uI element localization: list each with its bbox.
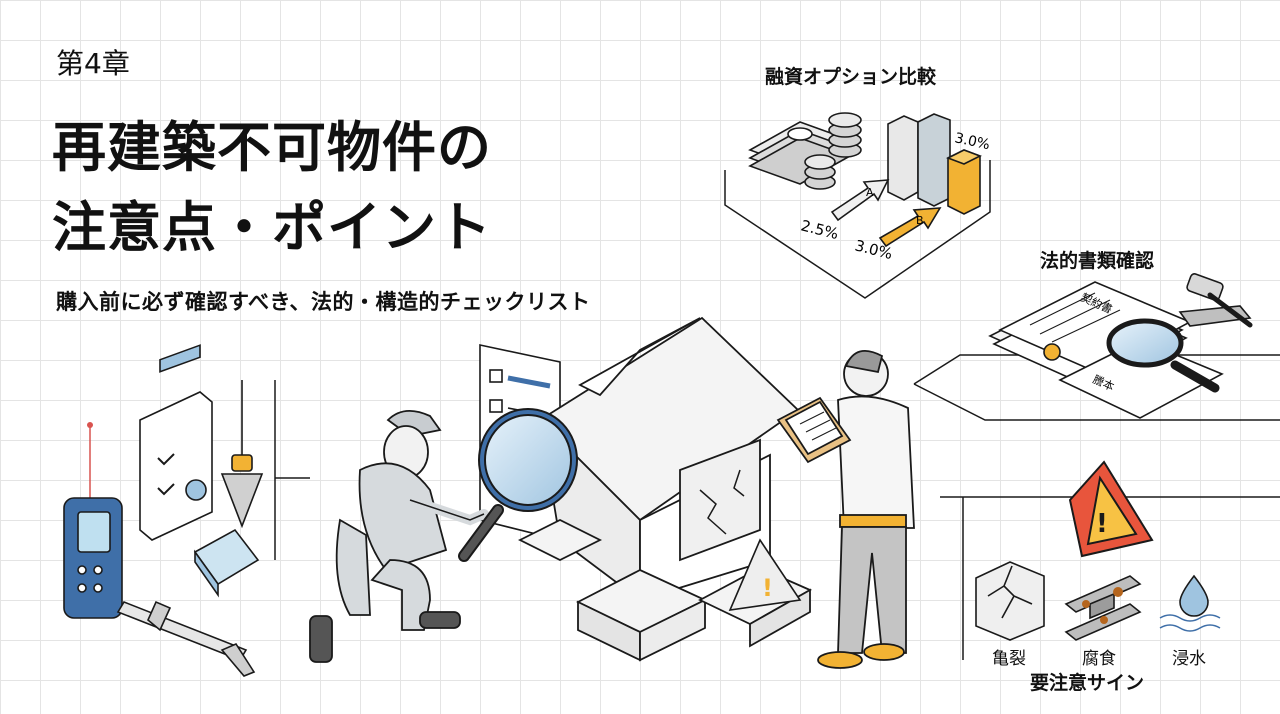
- svg-text:!: !: [762, 574, 773, 602]
- chapter-label: 第4章: [56, 47, 130, 80]
- checklist-icon: [139, 344, 213, 541]
- buyer-figure: [776, 349, 915, 669]
- warning-section-title: 要注意サイン: [1030, 672, 1145, 694]
- loan-bar-chart: [887, 113, 982, 215]
- magnifier-icon: [1106, 318, 1220, 393]
- big-magnifier-icon: [458, 408, 578, 562]
- water-icon: [1159, 574, 1221, 632]
- crack-icon: [975, 561, 1045, 641]
- level-icon: [193, 528, 260, 598]
- page-title-line-1: 再建築不可物件の: [52, 116, 492, 179]
- page-title-line-2: 注意点・ポイント: [52, 196, 492, 259]
- sign-label-crack: 亀裂: [992, 649, 1026, 669]
- legal-section-title: 法的書類確認: [1040, 250, 1155, 272]
- connector-lines: [274, 160, 1280, 660]
- finance-section-title: 融資オプション比較: [765, 66, 937, 88]
- corrosion-icon: [1064, 575, 1142, 641]
- warning-icon: !: [1068, 460, 1154, 558]
- arrow-a-label: A: [866, 186, 874, 199]
- arrow-b-icon: [878, 207, 942, 248]
- sign-label-water: 浸水: [1172, 649, 1206, 669]
- coins-icon: [804, 112, 862, 190]
- arrow-a-icon: [830, 179, 890, 222]
- inspector-figure: [309, 410, 489, 663]
- gavel-icon: [1178, 273, 1253, 328]
- plumb-bob-icon: [220, 380, 264, 529]
- page-subtitle: 購入前に必ず確認すべき、法的・構造的チェックリスト: [56, 290, 591, 314]
- sign-label-corrosion: 腐食: [1082, 649, 1116, 669]
- page-title: 再建築不可物件の 注意点・ポイント: [52, 108, 492, 268]
- arrow-b-label: B: [916, 214, 924, 227]
- house-warning-icon: !: [728, 538, 802, 611]
- rate-top-label: 3.0%: [953, 130, 991, 153]
- caliper-icon: [116, 600, 256, 677]
- laser-measure-icon: [63, 422, 123, 619]
- rate-a-label: 2.5%: [799, 216, 840, 243]
- svg-text:!: !: [1096, 509, 1108, 539]
